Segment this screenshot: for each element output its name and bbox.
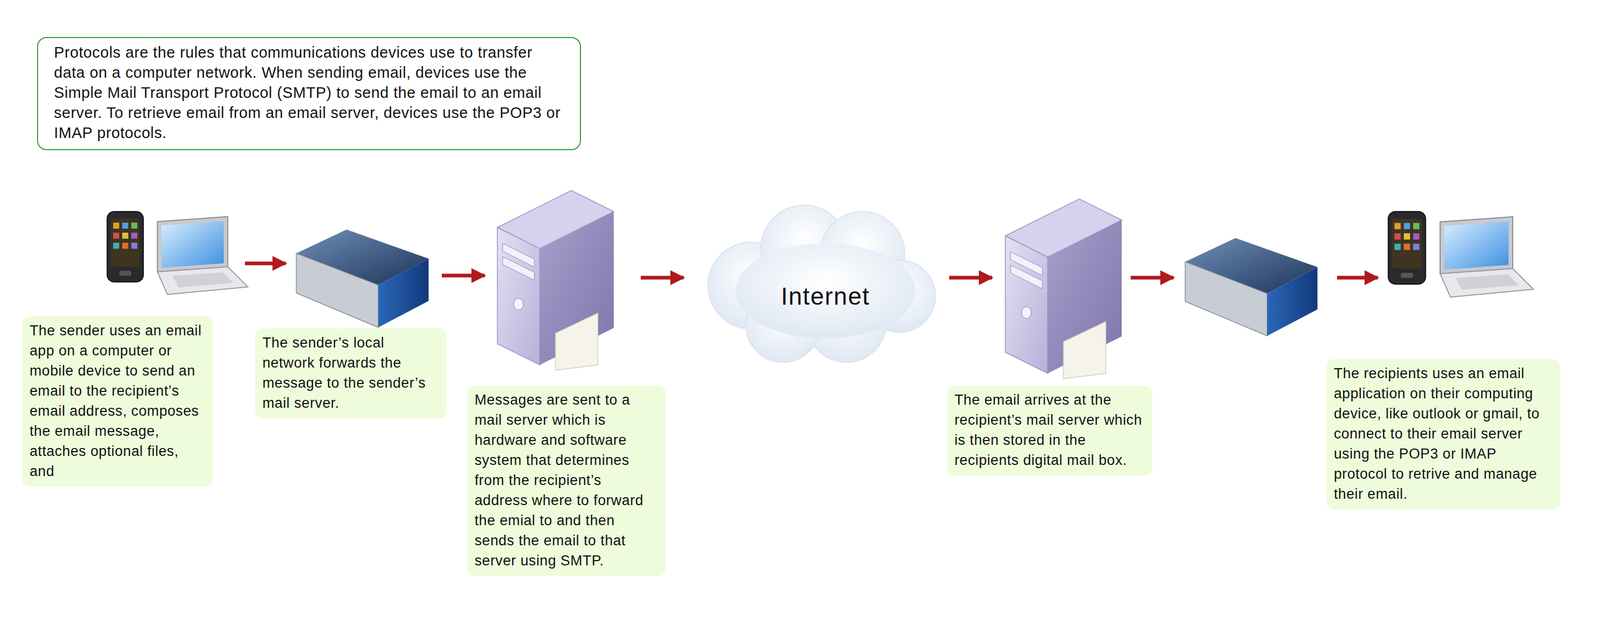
drawing-part	[441, 274, 485, 278]
box-text: The email arrives at the recipient’s mai…	[954, 389, 1145, 471]
box-text: The sender uses an email app on a comput…	[29, 320, 206, 482]
drawing-part	[1130, 276, 1174, 280]
step-box: The recipients uses an email application…	[1326, 359, 1561, 510]
drawing-part	[1388, 211, 1534, 298]
flow-arrows	[244, 263, 1378, 278]
box-text: The recipients uses an email application…	[1333, 363, 1553, 505]
drawing-part	[1337, 276, 1378, 280]
step-box: The sender’s local network forwards the …	[255, 328, 447, 419]
box-text: The sender’s local network forwards the …	[262, 332, 440, 414]
drawing-part	[1185, 238, 1318, 336]
drawing-part	[949, 276, 993, 280]
cloud-label: Internet	[780, 282, 870, 311]
drawing-part	[497, 190, 614, 371]
drawing-part	[1005, 198, 1122, 379]
internet-cloud	[707, 205, 936, 363]
box-text: Messages are sent to a mail server which…	[474, 389, 659, 571]
drawing-part	[735, 243, 916, 339]
box-text: Protocols are the rules that communicati…	[53, 42, 565, 143]
step-box: The email arrives at the recipient’s mai…	[947, 385, 1153, 476]
step-box: The sender uses an email app on a comput…	[22, 316, 213, 487]
drawing-part	[296, 229, 429, 328]
drawing-part	[244, 261, 286, 266]
step-box: Messages are sent to a mail server which…	[467, 385, 666, 577]
drawing-part	[640, 276, 684, 280]
drawing-part	[107, 211, 249, 295]
protocol-note: Protocols are the rules that communicati…	[37, 37, 581, 151]
